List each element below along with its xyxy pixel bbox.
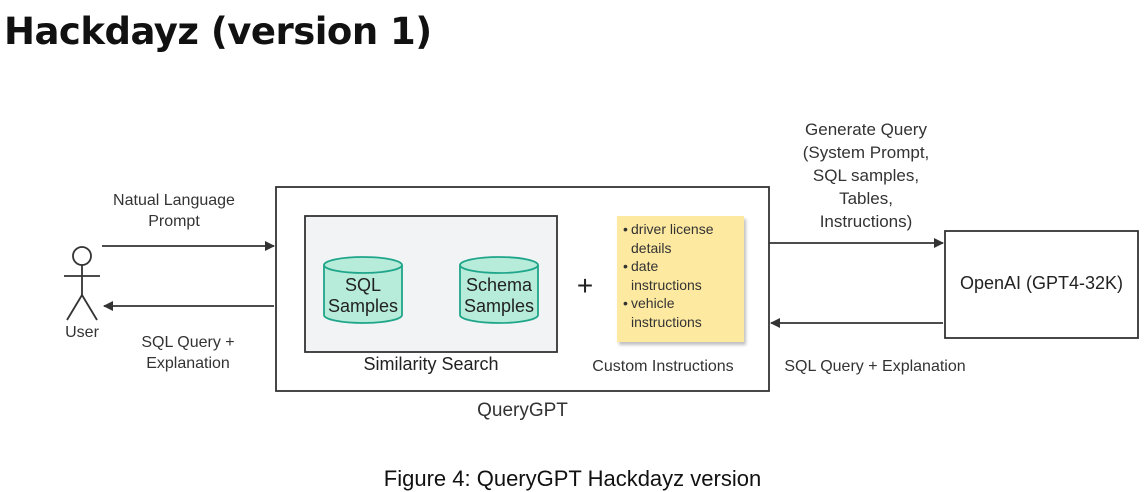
response-label-line1: SQL Query + xyxy=(141,334,235,351)
user-icon xyxy=(64,246,100,321)
page-title: Hackdayz (version 1) xyxy=(4,10,432,53)
sql-samples-line1: SQL xyxy=(344,275,382,295)
custom-instructions-label: Custom Instructions xyxy=(592,358,734,375)
prompt-label: Natual Language Prompt xyxy=(96,190,252,232)
schema-samples-line1: Schema xyxy=(465,275,533,295)
instruction-item: vehicle instructions xyxy=(623,294,740,331)
querygpt-label: QueryGPT xyxy=(477,400,568,421)
figure-caption: Figure 4: QueryGPT Hackdayz version xyxy=(383,466,762,491)
generate-query-line4: Tables, xyxy=(839,189,893,208)
response-label-line2: Explanation xyxy=(146,355,230,372)
generate-query-line3: SQL samples, xyxy=(812,166,920,185)
custom-instructions-note: driver license details date instructions… xyxy=(617,216,744,342)
schema-samples-database-icon xyxy=(459,256,539,324)
prompt-label-line2: Prompt xyxy=(148,213,200,230)
sql-samples-label: SQL Samples xyxy=(324,275,402,317)
generate-query-line1: Generate Query xyxy=(805,120,927,139)
instruction-item: driver license details xyxy=(623,220,740,257)
response-label: SQL Query + Explanation xyxy=(118,332,258,374)
generate-query-label: Generate Query (System Prompt, SQL sampl… xyxy=(778,118,954,233)
generate-query-line5: Instructions) xyxy=(819,212,913,231)
openai-response-label: SQL Query + Explanation xyxy=(784,358,966,375)
sql-samples-database-icon xyxy=(323,256,403,324)
generate-query-line2: (System Prompt, xyxy=(802,143,930,162)
sql-samples-line2: Samples xyxy=(327,296,399,316)
prompt-label-line1: Natual Language xyxy=(113,192,235,209)
openai-label: OpenAI (GPT4-32K) xyxy=(959,273,1124,293)
instruction-item: date instructions xyxy=(623,257,740,294)
plus-sign: + xyxy=(576,270,594,301)
openai-box xyxy=(944,230,1139,339)
similarity-search-label: Similarity Search xyxy=(363,354,499,374)
user-label: User xyxy=(65,324,99,341)
schema-samples-label: Schema Samples xyxy=(460,275,538,317)
schema-samples-line2: Samples xyxy=(463,296,535,316)
